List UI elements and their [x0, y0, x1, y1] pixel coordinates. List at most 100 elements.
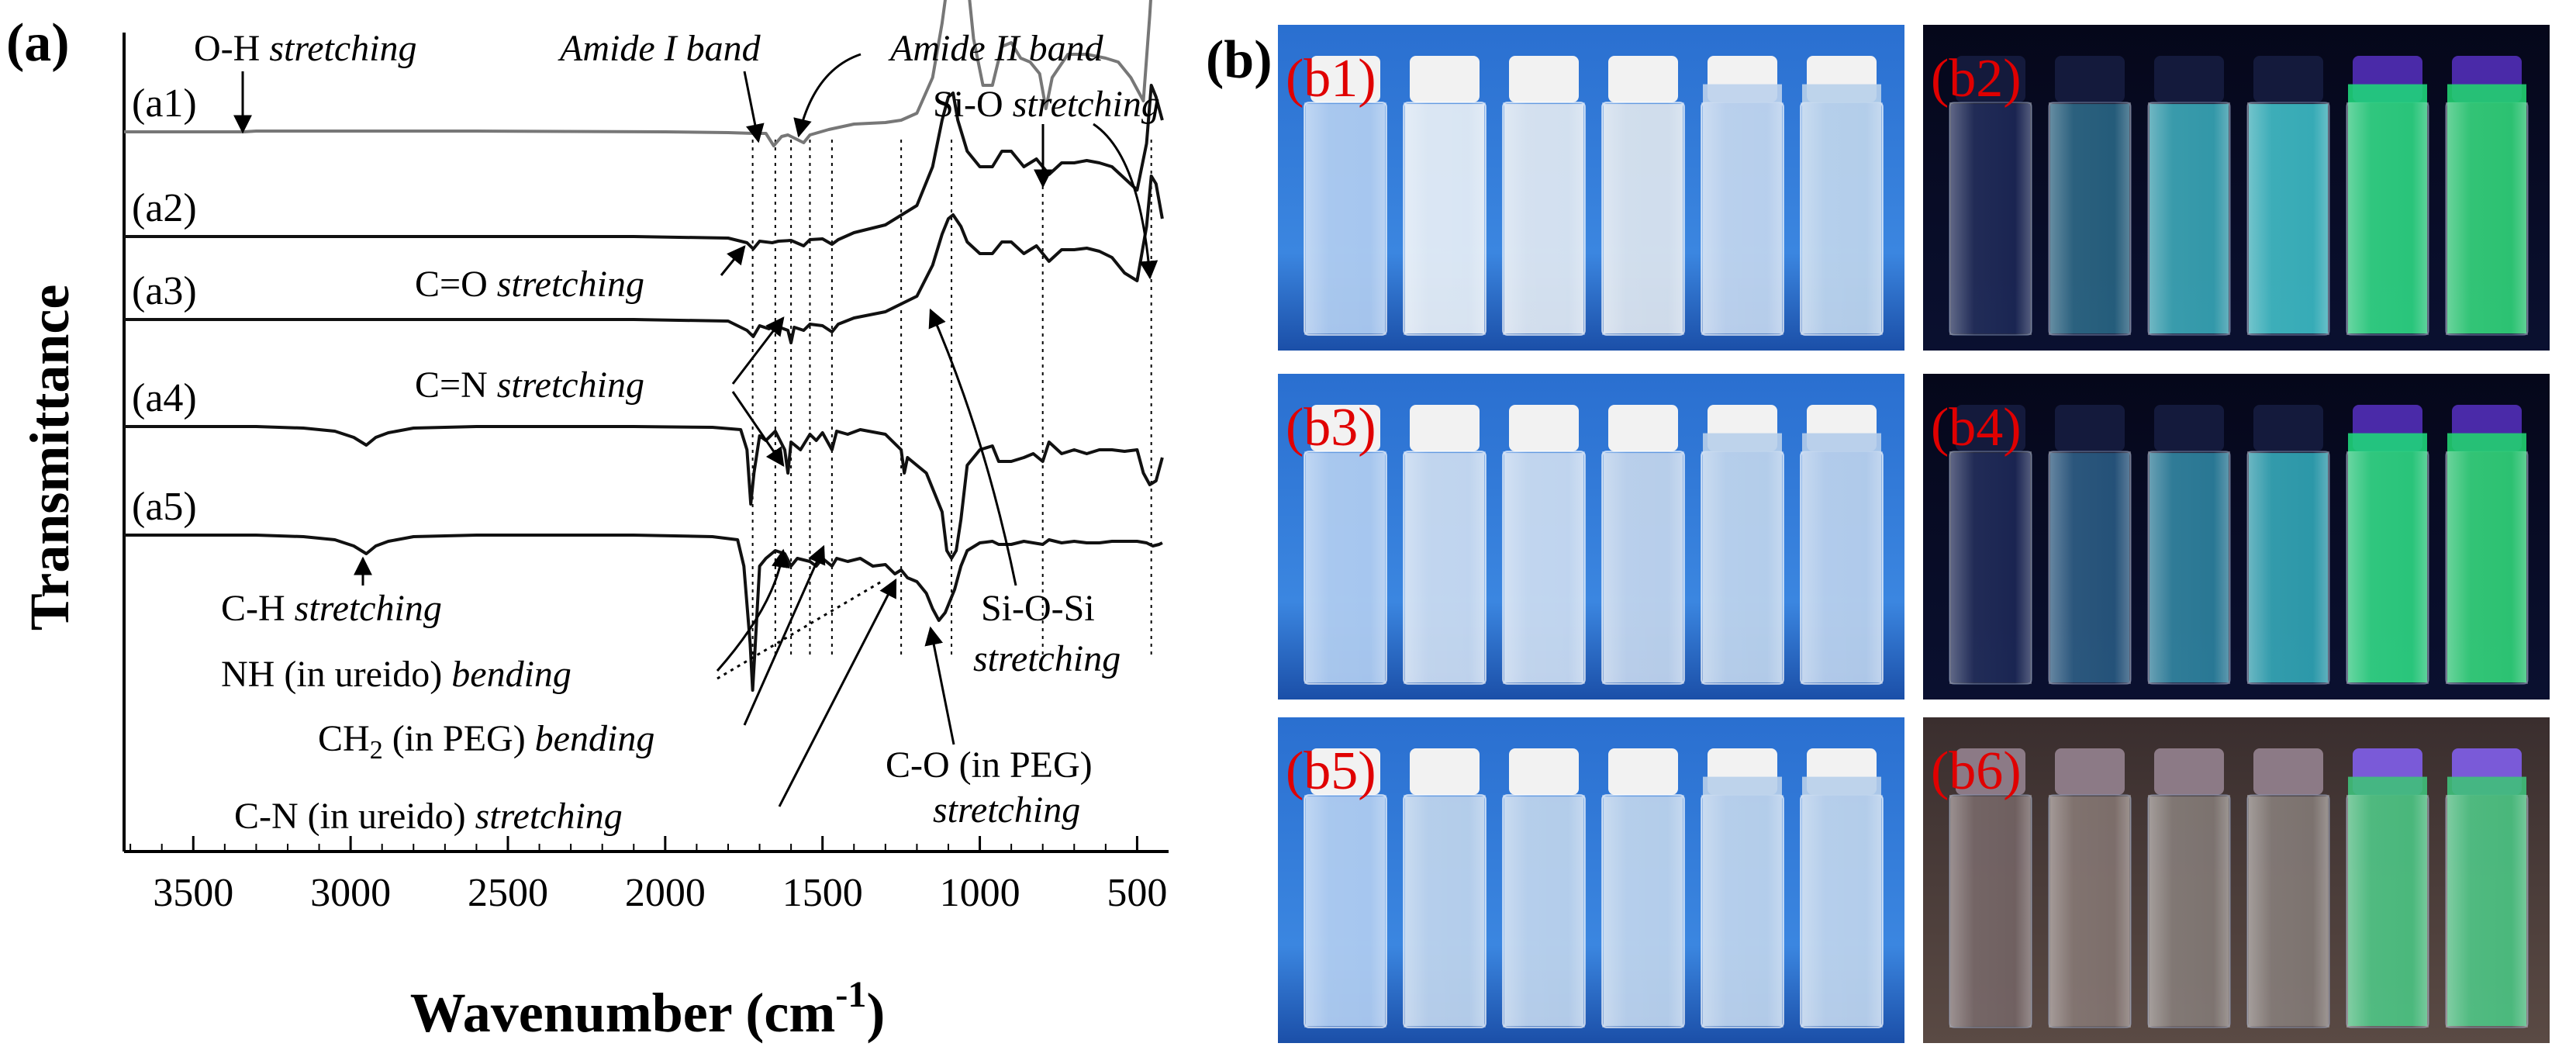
- x-tick-label: 2000: [625, 871, 706, 915]
- annotation-amide-i: Amide I band: [558, 28, 761, 69]
- annotation-c-o-peg-2: stretching: [933, 789, 1080, 831]
- vial-cap: [1956, 405, 2025, 451]
- annotation-oh: O-H stretching: [194, 28, 417, 69]
- vial-glass: [1503, 102, 1585, 335]
- vial-glass: [2049, 795, 2131, 1028]
- annotation-si-o: Si-O stretching: [933, 84, 1160, 125]
- vial-glass: [1602, 795, 1684, 1028]
- arrow-c-o: [720, 245, 746, 276]
- y-axis-title: Transmittance: [19, 285, 81, 631]
- vial-glass: [1801, 102, 1883, 335]
- series-label: (a1): [132, 81, 197, 126]
- series-label: (a2): [132, 186, 197, 230]
- spectrum-line: [124, 0, 1152, 147]
- arrow-nh: [716, 548, 790, 672]
- vial-glass: [1503, 451, 1585, 684]
- vial-cap: [2154, 56, 2224, 102]
- vial-cap: [2253, 56, 2323, 102]
- photo-label: (b4): [1931, 398, 2022, 458]
- arrow-c-n-1: [731, 316, 785, 385]
- vial-glass: [1949, 102, 2032, 335]
- vial-glass: [2148, 102, 2230, 335]
- arrow-amide-i: [743, 71, 765, 143]
- vial-cap: [1310, 56, 1380, 102]
- spectrum-line: [124, 425, 1164, 560]
- photo-panel: (b5): [1278, 717, 1904, 1043]
- x-tick-label: 3500: [153, 871, 233, 915]
- photo-label: (b5): [1286, 741, 1376, 801]
- vial-glass: [2148, 795, 2230, 1028]
- annotation-c-n-stretch: C=N stretching: [415, 364, 644, 406]
- vial-glass: [2346, 795, 2429, 1028]
- vial-cap: [1310, 748, 1380, 795]
- photo-label: (b1): [1286, 49, 1376, 109]
- vial-cap: [2253, 405, 2323, 451]
- vial-cap: [2154, 405, 2224, 451]
- vial-cap: [1410, 56, 1480, 102]
- arrow-si-o-si: [928, 308, 1017, 586]
- vial-glass: [2247, 102, 2329, 335]
- panel-a-label: (a): [6, 13, 70, 73]
- annotation-arrows: [233, 53, 1159, 807]
- series-labels: (a1) (a2) (a3) (a4) (a5): [132, 81, 197, 529]
- vial-glass: [2446, 102, 2528, 335]
- arrow-c-n-2: [731, 391, 785, 467]
- reference-lines: [751, 140, 1152, 659]
- vial-glass: [1304, 102, 1386, 335]
- x-tick-label: 1000: [940, 871, 1020, 915]
- vial-cap: [1608, 56, 1678, 102]
- vial-glass: [1949, 451, 2032, 684]
- spectrum-line: [124, 84, 1164, 250]
- vial-cap: [1410, 405, 1480, 451]
- x-axis-title: Wavenumber (cm-1): [410, 974, 886, 1044]
- annotation-c-n-ureido: C-N (in ureido) stretching: [234, 796, 623, 837]
- vial-glass: [2446, 451, 2528, 684]
- arrow-amide-ii: [793, 53, 862, 138]
- vial-cap: [2055, 405, 2125, 451]
- arrow-c-o-peg: [924, 626, 955, 745]
- vial-cap: [1956, 56, 2025, 102]
- photo-panel: (b3): [1278, 374, 1904, 700]
- annotation-c-o-stretch: C=O stretching: [415, 264, 644, 305]
- vial-glass: [1701, 795, 1784, 1028]
- vial-cap: [2253, 748, 2323, 795]
- spectrum-line: [124, 534, 1163, 692]
- vial-glass: [1304, 451, 1386, 684]
- vial-glass: [1503, 795, 1585, 1028]
- arrow-c-n-ureido: [778, 578, 897, 807]
- series-label: (a4): [132, 376, 197, 420]
- vial-glass: [1304, 795, 1386, 1028]
- annotation-si-o-si-2: stretching: [973, 638, 1121, 679]
- vial-cap: [1608, 748, 1678, 795]
- vial-glass: [2247, 451, 2329, 684]
- x-axis-title-sup: -1: [835, 974, 866, 1015]
- arrow-nh-dotted: [717, 579, 885, 680]
- vial-cap: [2154, 748, 2224, 795]
- vial-glass: [2346, 451, 2429, 684]
- vial-glass: [1404, 102, 1486, 335]
- x-tick-label: 2500: [468, 871, 548, 915]
- photo-panel: (b4): [1923, 374, 2550, 700]
- band-annotations: O-H stretching Amide I band Amide II ban…: [194, 28, 1160, 837]
- panel-b-label: (b): [1206, 30, 1272, 90]
- vial-glass: [1404, 451, 1486, 684]
- photo-panel: (b1): [1278, 25, 1904, 351]
- vial-glass: [2247, 795, 2329, 1028]
- vial-glass: [1404, 795, 1486, 1028]
- annotation-c-h: C-H stretching: [221, 588, 442, 629]
- x-tick-label: 500: [1107, 871, 1167, 915]
- vial-glass: [1701, 102, 1784, 335]
- annotation-c-o-peg-1: C-O (in PEG): [886, 744, 1093, 786]
- x-axis-title-end: ): [866, 982, 885, 1044]
- vial-cap: [1956, 748, 2025, 795]
- series-label: (a5): [132, 485, 197, 529]
- photo-label: (b2): [1931, 49, 2022, 109]
- vial-cap: [1310, 405, 1380, 451]
- vial-cap: [1608, 405, 1678, 451]
- vial-glass: [1949, 795, 2032, 1028]
- photo-panel: (b6): [1923, 717, 2550, 1043]
- series-label: (a3): [132, 269, 197, 313]
